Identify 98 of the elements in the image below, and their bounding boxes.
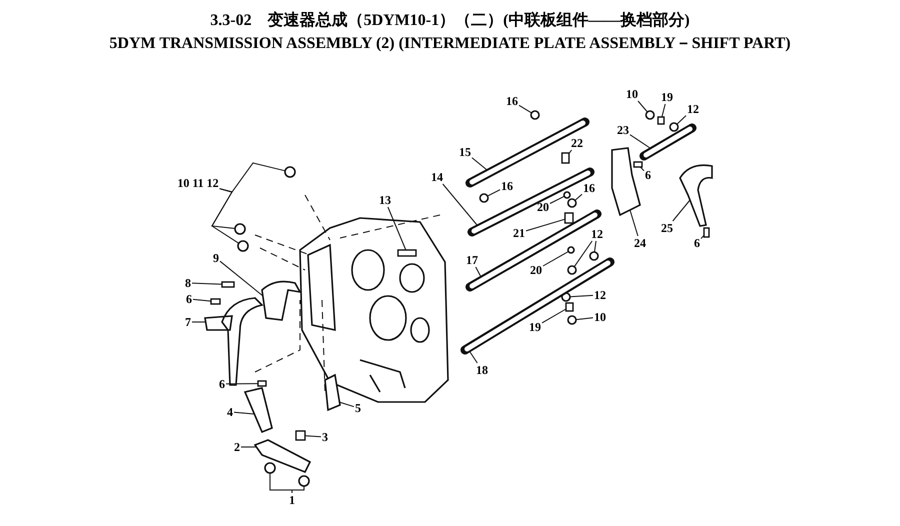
leader-line (220, 260, 264, 296)
leader-line (638, 100, 648, 112)
leader-line (576, 317, 594, 320)
plug (237, 240, 249, 252)
shift-plate (254, 439, 312, 474)
plug (284, 166, 296, 178)
callout-number: 15 (458, 145, 472, 159)
leader-line (211, 188, 240, 244)
leader-line (442, 184, 478, 226)
callout-number: 24 (633, 236, 647, 250)
callout-number: 10 (593, 310, 607, 324)
leader-line (550, 196, 565, 204)
leader-line (470, 352, 478, 364)
callout-number: 12 (593, 288, 607, 302)
callout-number: 18 (475, 363, 489, 377)
callout-number: 22 (570, 136, 584, 150)
callout-number: 6 (693, 236, 701, 250)
leader-line (594, 240, 596, 252)
shift-rod (466, 210, 602, 292)
pin (703, 227, 710, 238)
shift-rod (460, 258, 614, 354)
callout-number: 7 (184, 315, 192, 329)
leader-line (526, 218, 566, 232)
callout-number: 23 (616, 123, 630, 137)
plug (234, 223, 246, 235)
leader-line (234, 412, 254, 414)
callout-number: 17 (465, 253, 479, 267)
leader-line (661, 104, 666, 118)
nut (530, 110, 540, 120)
callout-number: 20 (529, 263, 543, 277)
callout-number: 13 (378, 193, 392, 207)
leader-line (672, 200, 690, 222)
leader-line (338, 402, 354, 408)
shift-fork (679, 164, 713, 227)
callout-number: 8 (184, 276, 192, 290)
callout-number: 20 (536, 200, 550, 214)
bolt (221, 281, 235, 288)
leader-line (270, 472, 292, 494)
shift-fork (261, 280, 301, 321)
leader-line (387, 206, 406, 250)
callout-number: 12 (590, 227, 604, 241)
plug (645, 110, 655, 120)
leader-line (700, 234, 704, 240)
pin (564, 212, 574, 224)
leader-line (574, 194, 582, 201)
leader-line (574, 240, 593, 268)
callout-number: 12 (686, 102, 700, 116)
leader-line (240, 446, 258, 448)
leader-line (192, 298, 212, 302)
callout-number: 3 (321, 430, 329, 444)
washer (264, 462, 276, 474)
leader-line (542, 308, 566, 324)
title: 3.3-02 变速器总成（5DYM10-1）（二）(中联板组件——换档部分) (209, 10, 691, 31)
leader-line (570, 294, 594, 298)
spring (657, 116, 665, 125)
bolt (397, 249, 417, 257)
callout-number: 1 (288, 493, 296, 507)
callout-number: 14 (430, 170, 444, 184)
callout-number: 16 (505, 94, 519, 108)
leader-line (226, 383, 258, 384)
ball (567, 265, 577, 275)
callout-number: 6 (644, 168, 652, 182)
leader-line (487, 189, 500, 197)
callout-number: 5 (354, 401, 362, 415)
leader-line (542, 251, 569, 266)
leader-line (568, 150, 572, 154)
leader-line (192, 282, 222, 285)
callout-number: 9 (212, 251, 220, 265)
leader-line (292, 486, 304, 494)
washer (298, 475, 310, 487)
leader-line (630, 134, 650, 148)
leader-line (472, 157, 488, 170)
leader-line (518, 104, 532, 114)
shift-rod (640, 124, 696, 160)
subtitle: 5DYM TRANSMISSION ASSEMBLY (2) (INTERMEDIATE PLATE ASSEMBLY－SHIFT PART) (108, 34, 792, 54)
callout-number: 10 11 12 (176, 176, 220, 190)
leader-line (640, 166, 644, 172)
shift-fork (611, 147, 641, 216)
shift-lever (244, 387, 273, 434)
callout-number: 4 (226, 405, 234, 419)
callout-number: 2 (233, 440, 241, 454)
callout-number: 6 (218, 377, 226, 391)
pin (257, 380, 267, 387)
pin (633, 161, 643, 168)
shift-arm (324, 374, 341, 412)
callout-number: 6 (185, 292, 193, 306)
leader-line (304, 435, 322, 438)
leader-line (676, 115, 686, 125)
callout-number: 16 (582, 181, 596, 195)
callout-number: 19 (660, 90, 674, 104)
bolt (295, 430, 306, 441)
leader-line (475, 266, 482, 278)
callout-number: 19 (528, 320, 542, 334)
callout-number: 10 (625, 87, 639, 101)
callout-number: 21 (512, 226, 526, 240)
leader-line (630, 210, 638, 236)
callout-number: 16 (500, 179, 514, 193)
callout-number: 25 (660, 221, 674, 235)
